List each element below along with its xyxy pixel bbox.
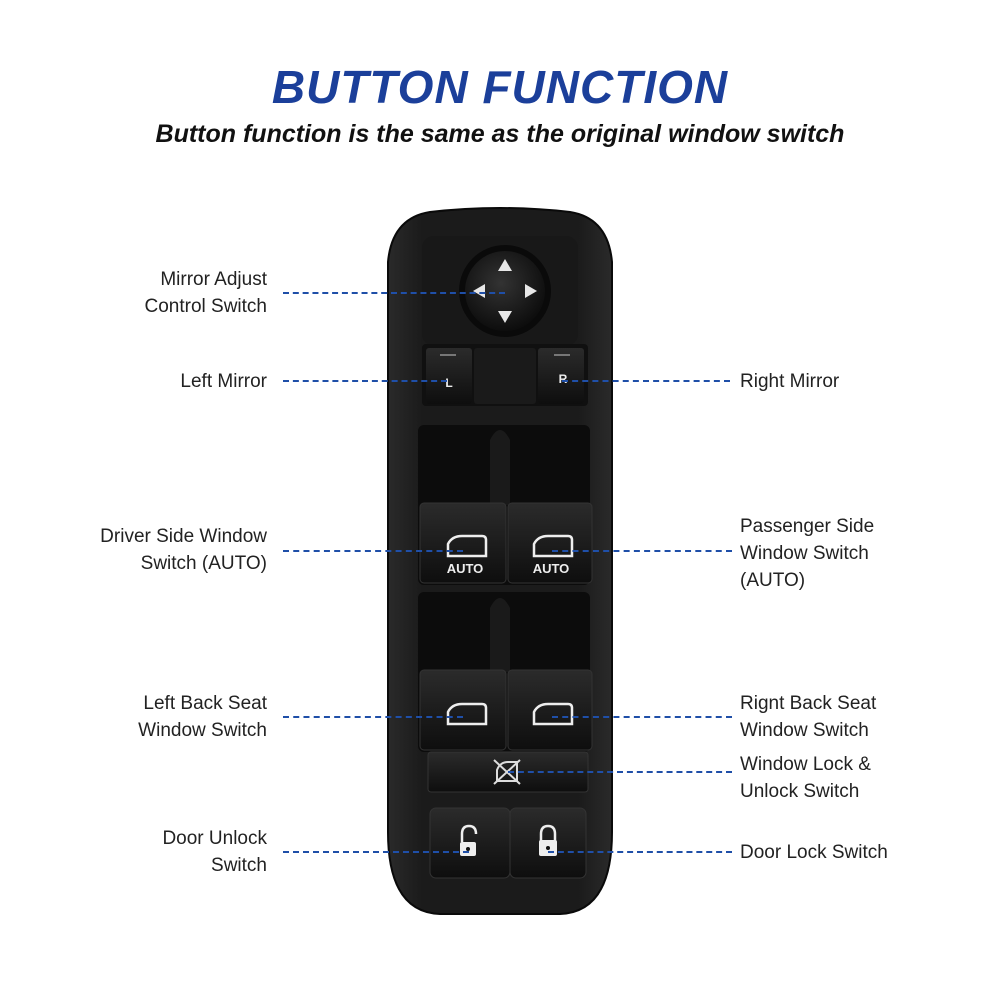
mirror-adjust-pad[interactable]: [459, 245, 551, 337]
page-title: BUTTON FUNCTION: [271, 61, 729, 113]
door-unlock-button[interactable]: [429, 807, 511, 879]
label-right-mirror: Right Mirror: [740, 371, 840, 392]
mirror-selector[interactable]: L R: [422, 344, 588, 406]
mirror-right-letter: R: [559, 372, 568, 386]
car-window-icon: [446, 702, 488, 726]
car-window-icon: [532, 534, 574, 558]
car-window-icon: [446, 534, 488, 558]
car-window-icon: [532, 702, 574, 726]
leader-right-back-window: [552, 716, 732, 718]
leader-door-lock: [548, 851, 732, 853]
label-mirror-adjust: Mirror Adjust Control Switch: [144, 269, 268, 317]
driver-auto-label: AUTO: [447, 561, 484, 576]
driver-window-button[interactable]: AUTO: [419, 502, 507, 584]
label-left-mirror: Left Mirror: [180, 371, 267, 392]
door-lock-button[interactable]: [509, 807, 587, 879]
label-driver-window: Driver Side Window Switch (AUTO): [100, 526, 267, 574]
right-back-window-button[interactable]: [507, 669, 593, 751]
left-back-window-button[interactable]: [419, 669, 507, 751]
leader-left-back-window: [283, 716, 463, 718]
leader-passenger-window: [552, 550, 732, 552]
label-door-lock: Door Lock Switch: [740, 842, 888, 863]
passenger-auto-label: AUTO: [533, 561, 570, 576]
label-door-unlock: Door Unlock Switch: [162, 828, 267, 876]
four-arrow-dpad-icon: [473, 259, 537, 323]
label-window-lock: Window Lock & Unlock Switch: [740, 754, 871, 802]
label-left-back-window: Left Back Seat Window Switch: [138, 693, 267, 741]
window-lock-crossed-icon: [493, 759, 521, 785]
leader-right-mirror: [562, 380, 730, 382]
leader-window-lock: [508, 771, 732, 773]
passenger-window-button[interactable]: AUTO: [507, 502, 593, 584]
label-passenger-window: Passenger Side Window Switch (AUTO): [740, 516, 875, 591]
leader-driver-window: [283, 550, 463, 552]
label-right-back-window: Rignt Back Seat Window Switch: [740, 693, 877, 741]
page-subtitle: Button function is the same as the origi…: [155, 120, 845, 148]
leader-mirror-adjust: [283, 292, 505, 294]
mirror-left-letter: L: [445, 376, 452, 390]
leader-door-unlock: [283, 851, 469, 853]
leader-left-mirror: [283, 380, 447, 382]
